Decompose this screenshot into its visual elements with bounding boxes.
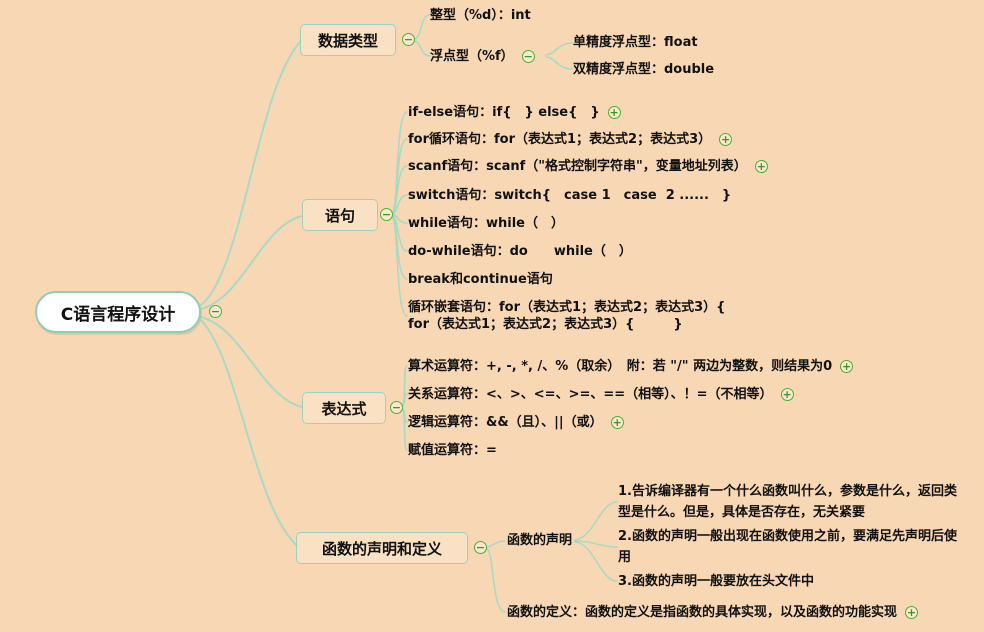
leaf-function-definition[interactable]: 函数的定义：函数的定义是指函数的具体实现，以及函数的功能实现 + — [507, 604, 919, 621]
leaf-function-definition-label: 函数的定义：函数的定义是指函数的具体实现，以及函数的功能实现 — [507, 605, 898, 620]
expand-icon[interactable]: + — [719, 133, 733, 146]
expressions-collapse-icon[interactable]: − — [390, 401, 403, 414]
leaf-scanf-label: scanf语句：scanf（"格式控制字符串"，变量地址列表） — [408, 159, 747, 174]
leaf-switch[interactable]: switch语句：switch{ case 1 case 2 ...... } — [408, 187, 731, 204]
leaf-declaration-note-3[interactable]: 3.函数的声明一般要放在头文件中 — [618, 571, 958, 592]
expand-icon[interactable]: + — [780, 388, 794, 401]
expand-icon[interactable]: + — [610, 416, 624, 429]
leaf-int-type[interactable]: 整型（%d）：int — [430, 7, 531, 24]
leaf-float-double[interactable]: 双精度浮点型：double — [573, 61, 714, 78]
leaf-int-type-label: 整型（%d）：int — [430, 8, 531, 23]
leaf-declaration-note-1-label: 1.告诉编译器有一个什么函数叫什么，参数是什么，返回类型是什么。但是，具体是否存… — [618, 484, 957, 520]
leaf-declaration-note-1[interactable]: 1.告诉编译器有一个什么函数叫什么，参数是什么，返回类型是什么。但是，具体是否存… — [618, 481, 958, 523]
topic-functions-label: 函数的声明和定义 — [321, 539, 442, 558]
leaf-function-declaration-label: 函数的声明 — [507, 533, 573, 548]
leaf-if-else-label: if-else语句：if{ } else{ } — [408, 105, 600, 120]
leaf-do-while-label: do-while语句：do while（ ） — [408, 244, 632, 259]
leaf-float-single[interactable]: 单精度浮点型：float — [573, 34, 698, 51]
topic-statements-label: 语句 — [324, 206, 355, 225]
leaf-relational-operators-label: 关系运算符：<、>、<=、>=、==（相等）、！=（不相等） — [408, 387, 773, 402]
leaf-logical-operators[interactable]: 逻辑运算符：&&（且）、||（或） + — [408, 414, 624, 431]
root-topic-label: C语言程序设计 — [60, 304, 176, 325]
leaf-arithmetic-operators[interactable]: 算术运算符：+, -, *, /、%（取余） 附：若 "/" 两边为整数，则结果… — [408, 358, 854, 375]
leaf-while[interactable]: while语句：while（ ） — [408, 215, 564, 232]
statements-collapse-icon[interactable]: − — [380, 208, 393, 221]
leaf-scanf[interactable]: scanf语句：scanf（"格式控制字符串"，变量地址列表） + — [408, 158, 768, 175]
leaf-logical-operators-label: 逻辑运算符：&&（且）、||（或） — [408, 415, 603, 430]
leaf-break-continue-label: break和continue语句 — [408, 272, 553, 287]
leaf-assignment-operator-label: 赋值运算符：= — [408, 443, 497, 458]
leaf-if-else[interactable]: if-else语句：if{ } else{ } + — [408, 104, 621, 121]
leaf-relational-operators[interactable]: 关系运算符：<、>、<=、>=、==（相等）、！=（不相等） + — [408, 386, 794, 403]
float-collapse-icon[interactable]: − — [521, 50, 535, 63]
leaf-float-type[interactable]: 浮点型（%f） − — [430, 48, 535, 65]
leaf-assignment-operator[interactable]: 赋值运算符：= — [408, 442, 497, 459]
leaf-switch-label: switch语句：switch{ case 1 case 2 ...... } — [408, 188, 732, 203]
topic-datatype-label: 数据类型 — [317, 31, 378, 50]
topic-statements[interactable]: 语句 — [302, 199, 378, 231]
topic-datatype[interactable]: 数据类型 — [300, 24, 396, 56]
expand-icon[interactable]: + — [905, 606, 919, 619]
leaf-for-loop[interactable]: for循环语句：for（表达式1；表达式2；表达式3） + — [408, 131, 733, 148]
leaf-declaration-note-2-label: 2.函数的声明一般出现在函数使用之前，要满足先声明后使用 — [618, 529, 957, 565]
leaf-break-continue[interactable]: break和continue语句 — [408, 271, 553, 288]
leaf-float-double-label: 双精度浮点型：double — [573, 62, 715, 77]
leaf-do-while[interactable]: do-while语句：do while（ ） — [408, 243, 632, 260]
leaf-connectors — [392, 14, 618, 613]
leaf-float-type-label: 浮点型（%f） — [430, 49, 514, 64]
root-connectors — [200, 41, 303, 547]
topic-functions[interactable]: 函数的声明和定义 — [296, 532, 468, 564]
datatype-collapse-icon[interactable]: − — [402, 33, 415, 46]
expand-icon[interactable]: + — [840, 360, 854, 373]
root-topic[interactable]: C语言程序设计 — [35, 291, 201, 333]
leaf-for-loop-label: for循环语句：for（表达式1；表达式2；表达式3） — [408, 132, 712, 147]
leaf-nested-loop-label: 循环嵌套语句：for（表达式1；表达式2；表达式3）{ for（表达式1；表达式… — [408, 300, 726, 332]
root-collapse-icon[interactable]: − — [209, 305, 222, 318]
leaf-float-single-label: 单精度浮点型：float — [573, 35, 698, 50]
topic-expressions-label: 表达式 — [321, 399, 367, 418]
expand-icon[interactable]: + — [754, 160, 768, 173]
leaf-nested-loop[interactable]: 循环嵌套语句：for（表达式1；表达式2；表达式3）{ for（表达式1；表达式… — [408, 299, 725, 333]
leaf-declaration-note-2[interactable]: 2.函数的声明一般出现在函数使用之前，要满足先声明后使用 — [618, 526, 958, 568]
leaf-declaration-note-3-label: 3.函数的声明一般要放在头文件中 — [618, 574, 814, 589]
functions-collapse-icon[interactable]: − — [474, 541, 487, 554]
leaf-arithmetic-operators-label: 算术运算符：+, -, *, /、%（取余） 附：若 "/" 两边为整数，则结果… — [408, 359, 833, 374]
topic-expressions[interactable]: 表达式 — [302, 392, 386, 424]
leaf-while-label: while语句：while（ ） — [408, 216, 564, 231]
expand-icon[interactable]: + — [607, 106, 621, 119]
leaf-function-declaration[interactable]: 函数的声明 — [507, 532, 572, 549]
